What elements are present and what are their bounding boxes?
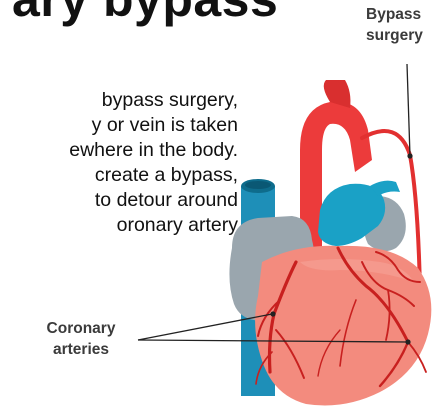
- label-line: Bypass: [366, 4, 423, 25]
- label-line: Coronary: [26, 318, 136, 339]
- bypass-surgery-label: Bypass surgery: [366, 4, 423, 46]
- label-line: arteries: [26, 339, 136, 360]
- coronary-marker: [405, 339, 410, 344]
- coronary-arteries-label: Coronary arteries: [26, 318, 136, 360]
- bypass-leader-line: [407, 64, 410, 156]
- coronary-marker: [270, 311, 275, 316]
- bypass-marker: [407, 153, 412, 158]
- label-line: surgery: [366, 25, 423, 46]
